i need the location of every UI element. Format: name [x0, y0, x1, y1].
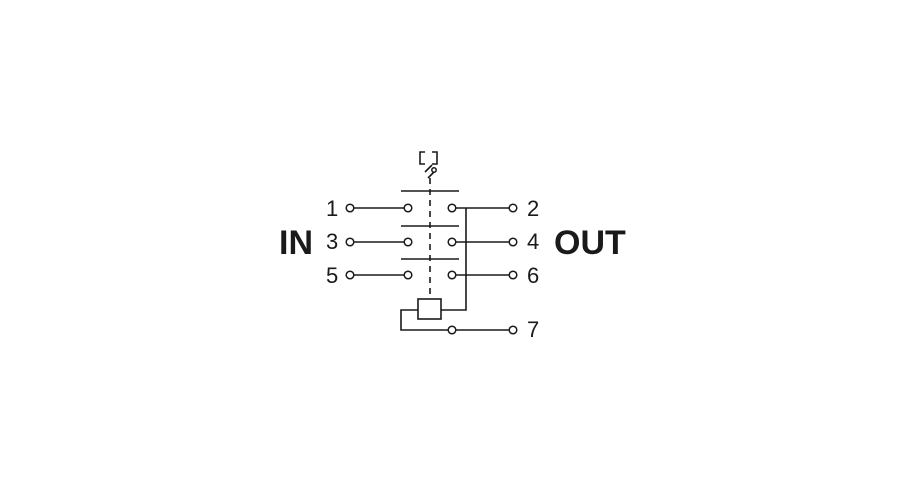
contact-1	[403, 203, 413, 213]
contact-7	[447, 325, 457, 335]
row-5-6	[345, 270, 518, 280]
row-3-4	[345, 237, 518, 247]
contact-5	[403, 270, 413, 280]
contact-4	[447, 237, 457, 247]
coil-circuit	[400, 208, 518, 335]
terminal-6	[508, 270, 518, 280]
terminal-7	[508, 325, 518, 335]
terminal-1	[345, 203, 355, 213]
terminal-label-5: 5	[326, 263, 338, 288]
terminal-label-6: 6	[527, 263, 539, 288]
contact-3	[403, 237, 413, 247]
coil-return-wire	[400, 309, 448, 331]
terminal-label-2: 2	[527, 196, 539, 221]
actuator-bracket-right	[432, 151, 438, 165]
actuator-bracket-left	[419, 151, 425, 165]
contact-2	[447, 203, 457, 213]
terminal-2	[508, 203, 518, 213]
actuator-lever	[424, 164, 435, 179]
terminal-label-4: 4	[527, 229, 539, 254]
actuator-pivot	[431, 167, 437, 173]
row-1-2	[345, 203, 518, 213]
contact-6	[447, 270, 457, 280]
out-label: OUT	[554, 224, 626, 262]
terminal-label-7: 7	[527, 317, 539, 342]
terminal-4	[508, 237, 518, 247]
actuator-symbol	[419, 151, 438, 179]
coil-box	[417, 298, 442, 320]
terminal-label-3: 3	[326, 229, 338, 254]
terminal-5	[345, 270, 355, 280]
coil-feed-wire	[441, 208, 467, 311]
in-label: IN	[279, 224, 313, 262]
terminal-label-1: 1	[326, 196, 338, 221]
terminal-3	[345, 237, 355, 247]
